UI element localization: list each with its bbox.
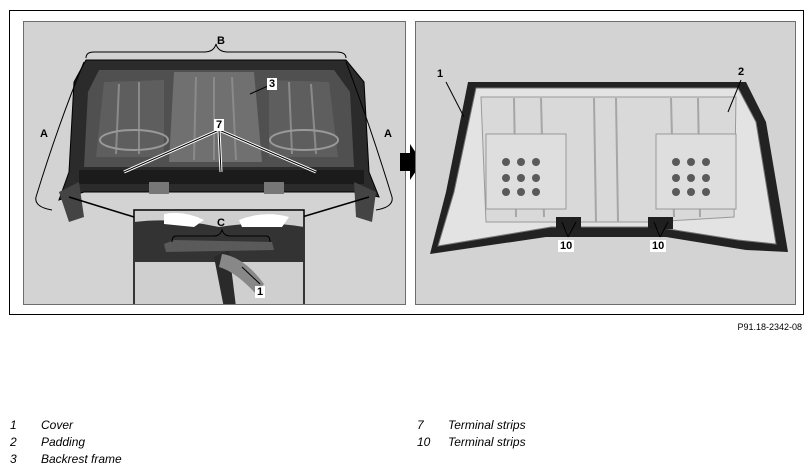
legend-text: Backrest frame [41, 452, 122, 466]
callout-2-padding: 2 [738, 66, 745, 78]
padding-drawing [430, 79, 788, 254]
padding-illustration: 1 2 10 10 [415, 21, 796, 305]
backrest-frame-illustration: A B 3 7 A C 1 [23, 21, 406, 305]
callout-3: 3 [267, 78, 278, 90]
legend-item: 2 Padding [10, 435, 122, 452]
callout-A-right: A [383, 128, 393, 140]
callout-B: B [217, 35, 225, 47]
legend-item: 7 Terminal strips [417, 418, 526, 435]
legend-number: 7 [417, 418, 424, 432]
legend-item: 3 Backrest frame [10, 452, 122, 469]
backrest-frame-drawing [35, 43, 393, 304]
legend-number: 1 [10, 418, 17, 432]
legend-text: Terminal strips [448, 418, 526, 432]
legend-item: 1 Cover [10, 418, 122, 435]
legend-left: 1 Cover 2 Padding 3 Backrest frame [10, 418, 122, 469]
callout-1-cover: 1 [437, 68, 444, 80]
arrow-right-icon [400, 144, 422, 180]
legend-number: 10 [417, 435, 431, 449]
figure-frame: A B 3 7 A C 1 [9, 10, 804, 315]
callout-A-left: A [39, 128, 49, 140]
callout-10-right: 10 [650, 240, 667, 252]
legend-text: Padding [41, 435, 86, 449]
callout-7: 7 [214, 119, 225, 131]
legend-number: 2 [10, 435, 17, 449]
callout-10-left: 10 [558, 240, 575, 252]
callout-C: C [217, 217, 225, 229]
legend-text: Cover [41, 418, 74, 432]
legend-item: 10 Terminal strips [417, 435, 526, 452]
callout-1-inset: 1 [255, 286, 266, 298]
legend-text: Terminal strips [448, 435, 526, 449]
figure-reference: P91.18-2342-08 [737, 322, 802, 332]
legend-number: 3 [10, 452, 17, 466]
